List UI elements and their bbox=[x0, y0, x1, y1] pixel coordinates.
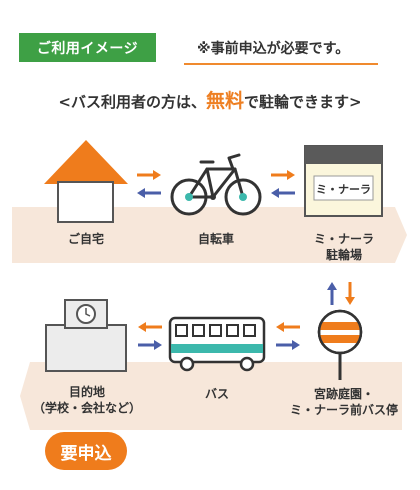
arrow-bus-to-bus-stop bbox=[276, 340, 300, 350]
arrow-bicycle-to-parking bbox=[271, 170, 295, 180]
home-label: ご自宅 bbox=[67, 232, 104, 246]
parking-label-line1: ミ・ナーラ bbox=[313, 232, 374, 246]
note-underline bbox=[184, 63, 378, 65]
arrow-parking-to-bicycle bbox=[271, 188, 295, 198]
home-icon bbox=[44, 140, 128, 223]
arrow-bus-stop-to-bus bbox=[276, 322, 300, 332]
application-required-badge: 要申込 bbox=[45, 432, 127, 470]
usage-image-tag: ご利用イメージ bbox=[19, 33, 156, 62]
arrow-bicycle-to-home bbox=[137, 188, 161, 198]
bicycle-icon bbox=[170, 153, 262, 216]
bus-label: バス bbox=[204, 387, 229, 401]
arrow-parking-to-bus-stop bbox=[345, 282, 355, 305]
destination-label-line1: 目的地 bbox=[68, 385, 105, 399]
parking-building-icon bbox=[304, 145, 383, 217]
bus-stop-label: 宮跡庭園・ ミ・ナーラ前バス停 bbox=[282, 386, 406, 418]
destination-building-icon bbox=[45, 299, 127, 372]
bus-stop-sign-icon bbox=[317, 309, 363, 380]
parking-label: ミ・ナーラ 駐輪場 bbox=[300, 231, 388, 263]
headline-prefix: <バス利用者の方は、 bbox=[58, 93, 206, 111]
parking-sign-text: ミ・ナーラ bbox=[316, 183, 371, 196]
bicycle-label: 自転車 bbox=[197, 232, 234, 246]
headline-free: 無料 bbox=[205, 90, 244, 112]
arrow-destination-to-bus bbox=[138, 340, 162, 350]
headline: <バス利用者の方は、無料で駐輪できます> bbox=[0, 86, 420, 113]
bus-icon bbox=[168, 316, 266, 372]
arrow-home-to-bicycle bbox=[137, 170, 161, 180]
destination-label: 目的地 （学校・会社など） bbox=[22, 384, 152, 416]
bus-stop-label-line1: 宮跡庭園・ bbox=[313, 387, 374, 401]
arrow-bus-to-destination bbox=[138, 322, 162, 332]
arrow-bus-stop-to-parking bbox=[327, 282, 337, 305]
bottom-band bbox=[20, 362, 402, 430]
headline-suffix: で駐輪できます> bbox=[244, 93, 362, 111]
destination-label-line2: （学校・会社など） bbox=[32, 401, 141, 416]
parking-label-line2: 駐輪場 bbox=[325, 248, 362, 263]
advance-application-note: ※事前申込が必要です。 bbox=[197, 41, 350, 57]
bus-stop-label-line2: ミ・ナーラ前バス停 bbox=[289, 403, 398, 418]
